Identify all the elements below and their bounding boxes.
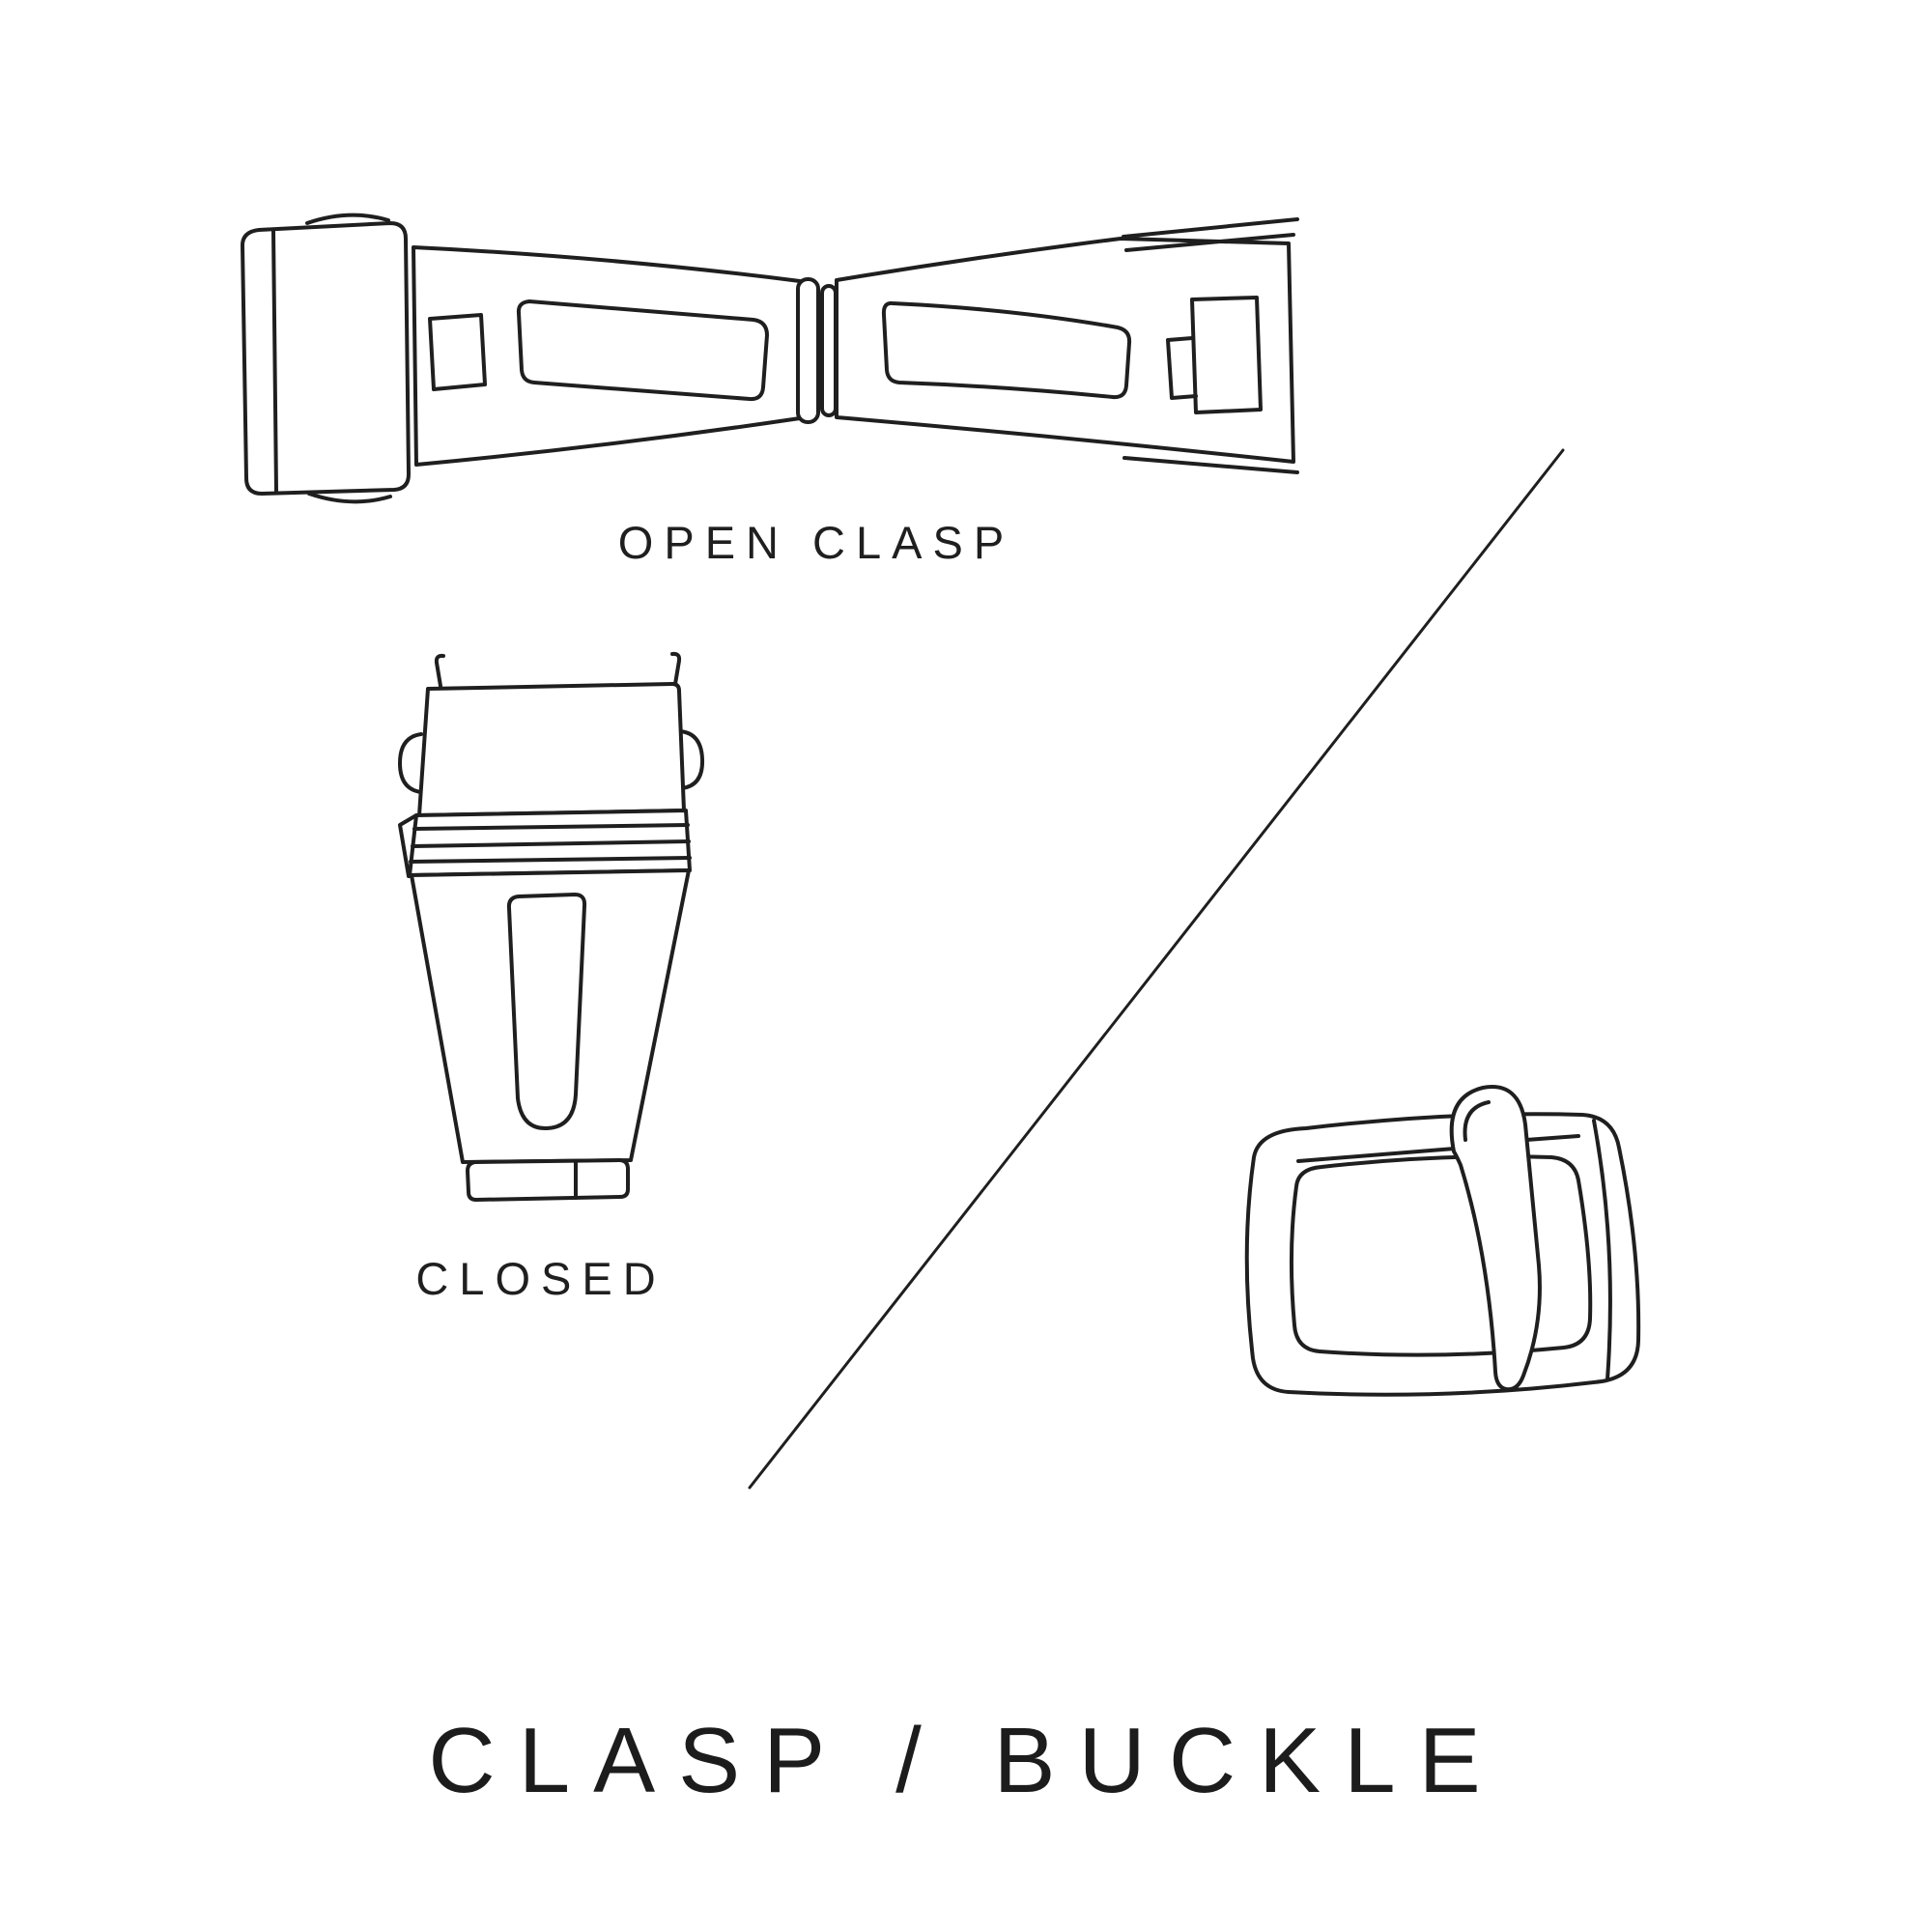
closed-clasp-caption: CLOSED bbox=[415, 1253, 667, 1304]
page-title: CLASP / BUCKLE bbox=[428, 1709, 1504, 1812]
open-clasp-left-arm bbox=[412, 245, 802, 467]
closed-clasp-body bbox=[410, 868, 691, 1164]
buckle-illustration bbox=[1244, 1085, 1641, 1397]
open-clasp-illustration bbox=[241, 213, 1299, 504]
closed-clasp-illustration bbox=[398, 651, 705, 1202]
divider-line bbox=[748, 448, 1565, 1490]
open-clasp-hinge bbox=[796, 277, 820, 424]
open-clasp-caption: OPEN CLASP bbox=[617, 517, 1015, 568]
buckle-tang bbox=[1449, 1085, 1542, 1392]
open-clasp-left-block bbox=[241, 221, 411, 496]
buckle-frame bbox=[1244, 1112, 1641, 1397]
open-clasp-right-arm bbox=[835, 237, 1295, 464]
closed-clasp-top-block bbox=[417, 682, 686, 817]
buckle-pin bbox=[1296, 1146, 1468, 1163]
